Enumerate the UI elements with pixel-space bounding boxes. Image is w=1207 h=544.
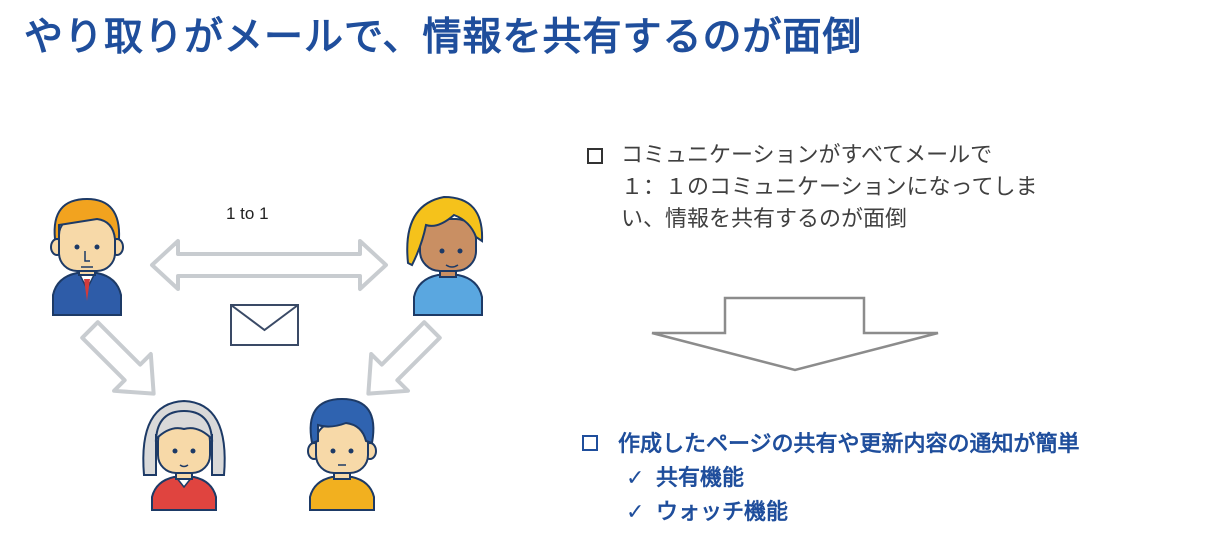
feature-label: 共有機能 (656, 466, 745, 491)
problem-line-3: い、情報を共有するのが面倒 (621, 207, 908, 232)
one-to-one-label: 1 to 1 (226, 204, 269, 223)
feature-label: ウォッチ機能 (656, 500, 789, 525)
square-bullet-icon (582, 435, 598, 451)
businessman-avatar (50, 197, 124, 316)
bidirectional-arrow (150, 239, 388, 291)
feature-item-watch: ✓ ウォッチ機能 (626, 494, 788, 526)
problem-text: コミュニケーションがすべてメールで １：１のコミュニケーションになってしま い、… (621, 140, 1141, 236)
arrow-to-grandmother (80, 320, 156, 396)
envelope-icon (230, 304, 299, 346)
check-icon: ✓ (626, 466, 645, 491)
feature-item-share: ✓ 共有機能 (626, 460, 744, 492)
page-title: やり取りがメールで、情報を共有するのが面倒 (24, 15, 863, 60)
young-man-avatar (307, 397, 377, 511)
solution-heading: 作成したページの共有や更新内容の通知が簡単 (618, 432, 1080, 457)
arrow-to-young-man (366, 320, 442, 396)
problem-line-1: コミュニケーションがすべてメールで (621, 143, 993, 168)
down-arrow (651, 296, 939, 372)
blonde-woman-avatar (406, 195, 484, 316)
check-icon: ✓ (626, 500, 645, 525)
problem-line-2: １：１のコミュニケーションになってしま (621, 175, 1038, 200)
grandmother-avatar (142, 399, 226, 511)
square-bullet-icon (587, 148, 603, 164)
